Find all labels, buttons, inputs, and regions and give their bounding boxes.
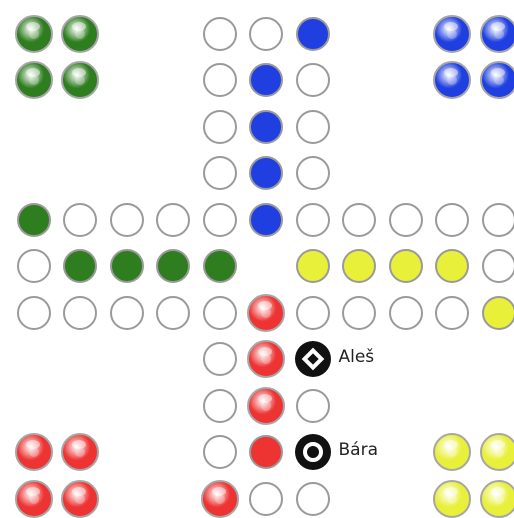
- track-cell-empty[interactable]: [296, 63, 330, 97]
- red-piece[interactable]: [15, 480, 53, 518]
- piece-center-dot: [261, 354, 271, 364]
- track-cell-empty[interactable]: [482, 249, 514, 283]
- track-cell-empty[interactable]: [342, 296, 376, 330]
- track-cell-green[interactable]: [156, 249, 190, 283]
- green-piece[interactable]: [61, 15, 99, 53]
- track-cell-empty[interactable]: [249, 17, 283, 51]
- piece-center-dot: [447, 494, 457, 504]
- track-cell-empty[interactable]: [203, 156, 237, 190]
- piece-center-dot: [75, 447, 85, 457]
- blue-piece[interactable]: [480, 15, 514, 53]
- yellow-piece[interactable]: [433, 480, 471, 518]
- track-cell-empty[interactable]: [203, 342, 237, 376]
- piece-center-dot: [447, 75, 457, 85]
- track-cell-empty[interactable]: [249, 482, 283, 516]
- piece-center-dot: [29, 75, 39, 85]
- track-cell-empty[interactable]: [296, 482, 330, 516]
- track-cell-yellow[interactable]: [482, 296, 514, 330]
- track-cell-empty[interactable]: [389, 296, 423, 330]
- red-piece[interactable]: [247, 387, 285, 425]
- track-cell-empty[interactable]: [296, 156, 330, 190]
- track-cell-empty[interactable]: [203, 17, 237, 51]
- red-piece[interactable]: [15, 433, 53, 471]
- track-cell-yellow[interactable]: [296, 249, 330, 283]
- track-cell-green[interactable]: [17, 203, 51, 237]
- track-cell-blue[interactable]: [249, 110, 283, 144]
- track-cell-blue[interactable]: [296, 17, 330, 51]
- track-cell-empty[interactable]: [203, 203, 237, 237]
- track-cell-empty[interactable]: [389, 203, 423, 237]
- track-cell-empty[interactable]: [296, 389, 330, 423]
- red-piece[interactable]: [247, 294, 285, 332]
- track-cell-yellow[interactable]: [389, 249, 423, 283]
- player-name-label: Aleš: [339, 347, 375, 367]
- track-cell-yellow[interactable]: [435, 249, 469, 283]
- track-cell-empty[interactable]: [63, 203, 97, 237]
- track-cell-blue[interactable]: [249, 63, 283, 97]
- diamond-marker-icon-inner: [301, 348, 324, 371]
- piece-center-dot: [261, 401, 271, 411]
- track-cell-empty[interactable]: [203, 435, 237, 469]
- player-name-label: Bára: [339, 440, 379, 460]
- track-cell-empty[interactable]: [296, 110, 330, 144]
- blue-piece[interactable]: [433, 15, 471, 53]
- piece-center-dot: [494, 494, 504, 504]
- green-piece[interactable]: [61, 61, 99, 99]
- ring-marker-icon-inner: [303, 442, 323, 462]
- piece-center-dot: [75, 75, 85, 85]
- yellow-piece[interactable]: [480, 480, 514, 518]
- track-cell-empty[interactable]: [435, 296, 469, 330]
- piece-center-dot: [75, 29, 85, 39]
- piece-center-dot: [29, 29, 39, 39]
- piece-center-dot: [447, 29, 457, 39]
- red-piece[interactable]: [201, 480, 239, 518]
- track-cell-empty[interactable]: [296, 203, 330, 237]
- ring-marker-icon: [295, 434, 331, 470]
- green-piece[interactable]: [15, 61, 53, 99]
- track-cell-blue[interactable]: [249, 156, 283, 190]
- track-cell-empty[interactable]: [342, 203, 376, 237]
- track-cell-yellow[interactable]: [342, 249, 376, 283]
- diamond-marker-icon: [295, 341, 331, 377]
- track-cell-empty[interactable]: [203, 389, 237, 423]
- track-cell-empty[interactable]: [17, 296, 51, 330]
- green-piece[interactable]: [15, 15, 53, 53]
- piece-center-dot: [494, 75, 504, 85]
- track-cell-empty[interactable]: [17, 249, 51, 283]
- track-cell-empty[interactable]: [203, 296, 237, 330]
- piece-center-dot: [447, 447, 457, 457]
- track-cell-green[interactable]: [110, 249, 144, 283]
- piece-center-dot: [29, 447, 39, 457]
- track-cell-empty[interactable]: [63, 296, 97, 330]
- track-cell-empty[interactable]: [203, 63, 237, 97]
- track-cell-blue[interactable]: [249, 203, 283, 237]
- red-piece[interactable]: [61, 480, 99, 518]
- piece-center-dot: [261, 308, 271, 318]
- piece-center-dot: [215, 494, 225, 504]
- yellow-piece[interactable]: [433, 433, 471, 471]
- track-cell-empty[interactable]: [156, 203, 190, 237]
- piece-center-dot: [494, 29, 504, 39]
- piece-center-dot: [29, 494, 39, 504]
- track-cell-empty[interactable]: [435, 203, 469, 237]
- red-piece[interactable]: [247, 340, 285, 378]
- red-piece[interactable]: [61, 433, 99, 471]
- track-cell-empty[interactable]: [110, 203, 144, 237]
- track-cell-empty[interactable]: [203, 110, 237, 144]
- track-cell-empty[interactable]: [110, 296, 144, 330]
- blue-piece[interactable]: [480, 61, 514, 99]
- track-cell-empty[interactable]: [156, 296, 190, 330]
- yellow-piece[interactable]: [480, 433, 514, 471]
- track-cell-red[interactable]: [249, 435, 283, 469]
- track-cell-green[interactable]: [203, 249, 237, 283]
- track-cell-empty[interactable]: [482, 203, 514, 237]
- blue-piece[interactable]: [433, 61, 471, 99]
- piece-center-dot: [494, 447, 504, 457]
- track-cell-green[interactable]: [63, 249, 97, 283]
- track-cell-empty[interactable]: [296, 296, 330, 330]
- piece-center-dot: [75, 494, 85, 504]
